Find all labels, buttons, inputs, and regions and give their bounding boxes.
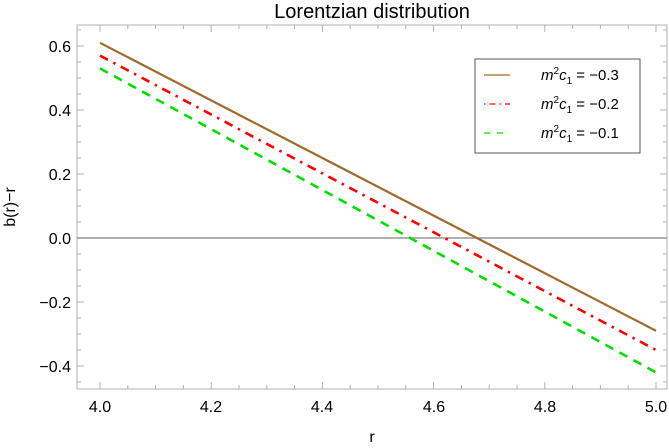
x-axis-label: r: [369, 429, 375, 446]
x-tick-label: 5.0: [645, 399, 667, 416]
series-line-m2c1-neg0.1: [99, 67, 657, 374]
legend: m2c1 = −0.3 m2c1 = −0.2 m2c1 = −0.1: [474, 58, 641, 154]
y-tick-label: −0.4: [39, 359, 71, 376]
y-tick-label: 0.2: [49, 167, 71, 184]
legend-entry: m2c1 = −0.2: [541, 95, 619, 116]
x-tick-label: 4.0: [89, 399, 111, 416]
y-tick-label: 0.0: [49, 231, 71, 248]
y-tick-label: −0.2: [39, 295, 71, 312]
legend-entry: m2c1 = −0.1: [541, 124, 619, 145]
x-tick-label: 4.8: [534, 399, 556, 416]
y-tick-label: 0.4: [49, 103, 71, 120]
x-tick-labels: 4.0 4.2 4.4 4.6 4.8 5.0: [89, 399, 667, 416]
plot-frame: [76, 24, 668, 390]
chart-title: Lorentzian distribution: [274, 1, 470, 23]
series-line-m2c1-neg0.3: [99, 41, 657, 332]
y-tick-label: 0.6: [49, 39, 71, 56]
x-tick-label: 4.4: [311, 399, 333, 416]
legend-entry: m2c1 = −0.3: [541, 66, 619, 87]
x-tick-label: 4.2: [200, 399, 222, 416]
y-axis-label: b(r)−r: [2, 187, 19, 227]
y-tick-labels: −0.4 −0.2 0.0 0.2 0.4 0.6: [39, 39, 71, 376]
axis-ticks: [77, 25, 667, 389]
x-tick-label: 4.6: [423, 399, 445, 416]
series-line-m2c1-neg0.2: [99, 54, 657, 352]
